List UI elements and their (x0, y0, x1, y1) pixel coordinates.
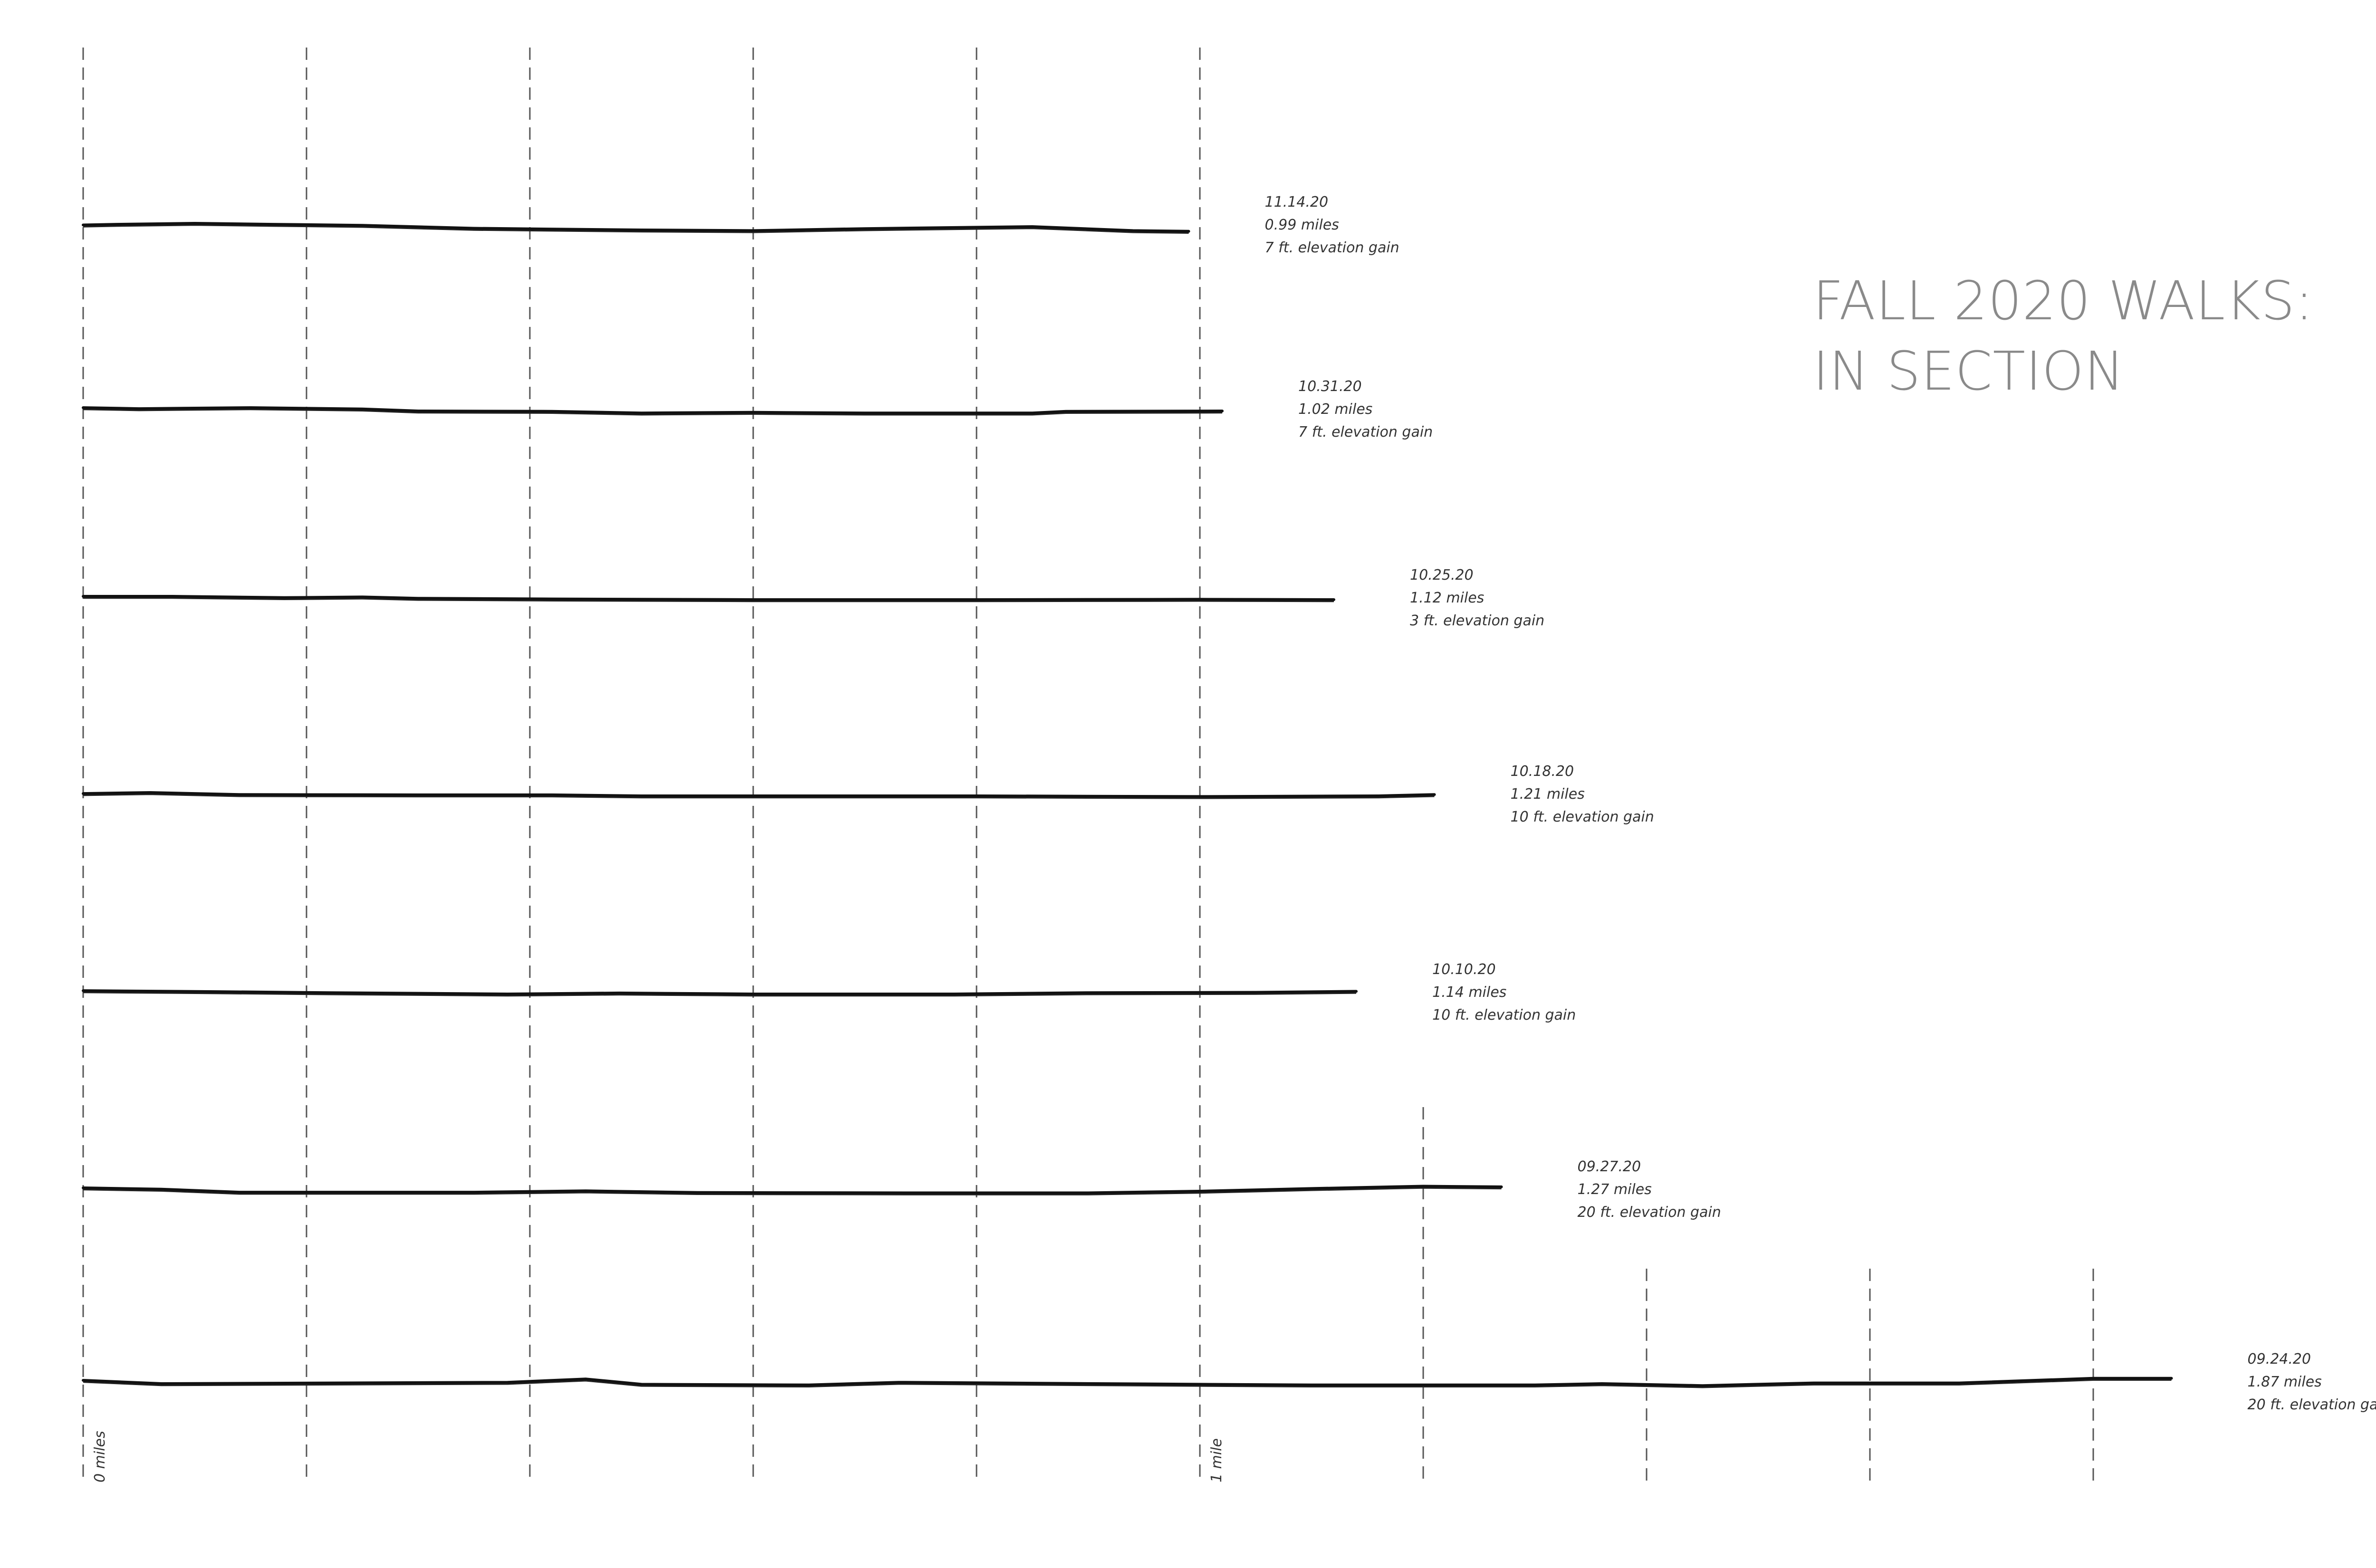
series-gain-label: 10 ft. elevation gain (1511, 809, 1654, 825)
series-date-label: 09.24.20 (2248, 1351, 2311, 1367)
series-line-10.25.20 (82, 595, 1335, 601)
series-line-09.24.20 (82, 1377, 2173, 1387)
series-line-10.18.20 (82, 791, 1436, 798)
series-distance-label: 1.21 miles (1511, 786, 1585, 803)
series-date-label: 10.10.20 (1432, 961, 1496, 978)
series-date-label: 11.14.20 (1265, 194, 1329, 210)
series-distance-label: 0.99 miles (1265, 217, 1339, 233)
series-distance-label: 1.02 miles (1298, 401, 1372, 418)
series-labels: 11.14.20 0.99 miles 7 ft. elevation gain 10… (1265, 194, 2376, 1413)
x-tick-label: 0 miles (92, 1431, 108, 1482)
series-gain-label: 20 ft. elevation gain (1578, 1204, 1721, 1221)
series-group (82, 222, 2173, 1388)
series-line-10.10.20 (82, 989, 1358, 995)
series-line-shadow-09.24.20 (83, 1379, 2172, 1388)
series-gain-label: 7 ft. elevation gain (1298, 424, 1433, 440)
series-date-label: 10.18.20 (1511, 763, 1574, 780)
series-line-10.31.20 (82, 406, 1224, 415)
series-distance-label: 1.87 miles (2248, 1374, 2322, 1390)
series-line-shadow-10.31.20 (83, 409, 1223, 416)
series-line-09.27.20 (82, 1185, 1503, 1195)
series-distance-label: 1.12 miles (1410, 590, 1484, 606)
series-line-shadow-10.25.20 (83, 597, 1334, 602)
chart-title: FALL 2020 WALKS: IN SECTION (1813, 266, 2314, 407)
chart-title-line-1: FALL 2020 WALKS: (1813, 270, 2314, 332)
series-line-shadow-09.27.20 (83, 1187, 1502, 1195)
chart-title-line-2: IN SECTION (1813, 341, 2125, 402)
series-date-label: 09.27.20 (1578, 1158, 1641, 1175)
series-distance-label: 1.14 miles (1432, 984, 1506, 1001)
x-tick-label: 1 mile (1208, 1438, 1225, 1482)
series-date-label: 10.25.20 (1410, 567, 1474, 583)
series-distance-label: 1.27 miles (1578, 1181, 1652, 1198)
series-date-label: 10.31.20 (1298, 378, 1362, 395)
series-gain-label: 10 ft. elevation gain (1432, 1007, 1576, 1023)
series-gain-label: 20 ft. elevation gain (2248, 1396, 2376, 1413)
grid-lines (82, 48, 2094, 1482)
x-tick-labels: 0 miles 1 mile (92, 1431, 1225, 1482)
series-line-shadow-10.18.20 (83, 794, 1435, 799)
series-line-11.14.20 (82, 222, 1190, 233)
series-line-shadow-11.14.20 (83, 224, 1189, 234)
series-gain-label: 7 ft. elevation gain (1265, 239, 1399, 256)
series-gain-label: 3 ft. elevation gain (1410, 612, 1544, 629)
series-line-shadow-10.10.20 (83, 992, 1357, 997)
